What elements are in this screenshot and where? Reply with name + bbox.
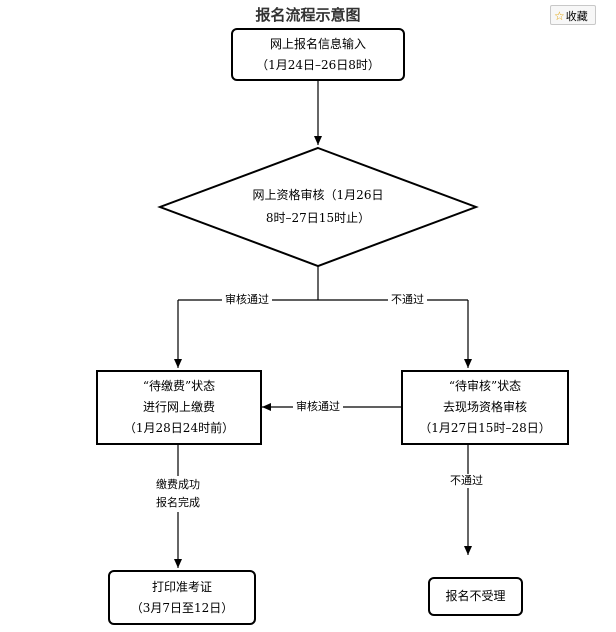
edge-label-payment-done: 缴费成功 报名完成 [148,476,208,512]
online-review-line2: 8时–27日15时止） [265,211,371,225]
edge-label-onsite-pass: 审核通过 [293,400,343,414]
star-icon: ☆ [554,9,565,23]
pending-payment-line1: “待缴费”状态 [142,379,216,393]
pending-payment-line2: 进行网上缴费 [142,400,215,414]
online-review-text: 网上资格审核（1月26日 8时–27日15时止） [218,183,418,231]
online-info-line1: 网上报名信息输入 [269,36,366,51]
pending-review-line3: （1月27日15时–28日） [419,421,551,435]
pending-review-box: “待审核”状态 去现场资格审核 （1月27日15时–28日） [401,370,569,445]
pending-payment-box: “待缴费”状态 进行网上缴费 （1月28日24时前） [96,370,262,445]
edge-label-payment-done-1: 缴费成功 [156,478,200,491]
edge-label-onsite-fail: 不通过 [447,474,486,488]
online-review-line1: 网上资格审核（1月26日 [252,188,384,202]
print-ticket-box: 打印准考证 （3月7日至12日） [108,570,256,625]
pending-review-line1: “待审核”状态 [448,379,522,393]
online-info-line2: （1月24日–26日8时） [256,57,380,72]
online-info-box: 网上报名信息输入 （1月24日–26日8时） [231,28,405,81]
favorite-label: 收藏 [565,10,588,23]
edge-label-payment-done-2: 报名完成 [156,496,200,509]
page-title: 报名流程示意图 [255,6,361,24]
pending-payment-line3: （1月28日24时前） [123,421,235,435]
rejected-line1: 报名不受理 [445,589,506,603]
print-ticket-line1: 打印准考证 [151,579,212,594]
favorite-button[interactable]: ☆收藏 [550,5,596,25]
edge-label-pass: 审核通过 [222,293,272,307]
edge-label-fail: 不通过 [388,293,427,307]
print-ticket-line2: （3月7日至12日） [130,600,234,615]
rejected-box: 报名不受理 [428,577,523,616]
pending-review-line2: 去现场资格审核 [442,400,527,414]
